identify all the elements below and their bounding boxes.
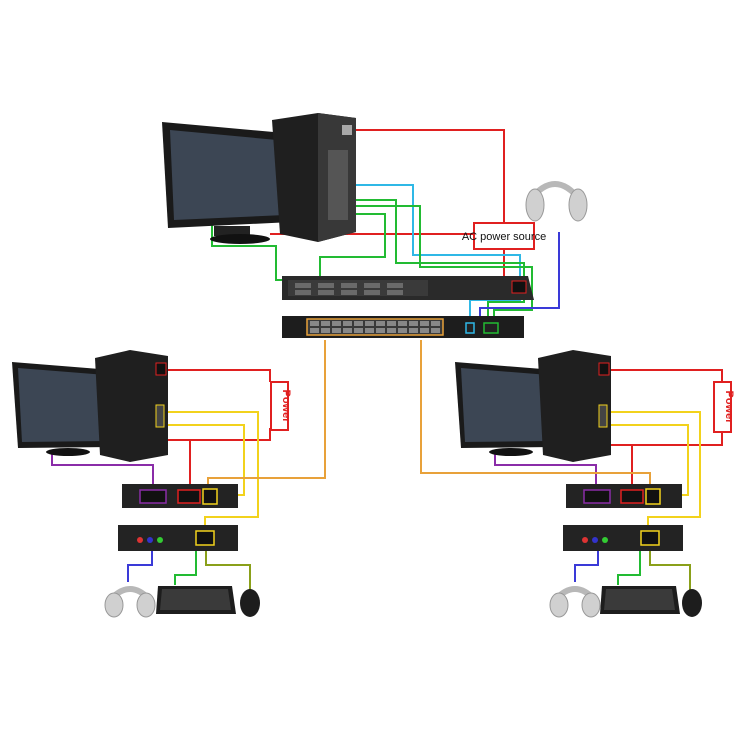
video-receiver-left bbox=[122, 484, 238, 508]
cable-left-headset bbox=[128, 548, 152, 582]
keyboard-icon bbox=[600, 586, 680, 614]
kvm-switch bbox=[282, 276, 534, 300]
headset-icon bbox=[526, 184, 587, 221]
power-label-left: Power bbox=[280, 389, 292, 423]
cable-left-power-1 bbox=[163, 370, 270, 382]
cable-left-power-2 bbox=[163, 428, 270, 440]
network-switch bbox=[282, 316, 524, 338]
mouse-icon bbox=[682, 589, 702, 617]
headset-icon bbox=[105, 589, 155, 617]
cable-right-keyboard bbox=[618, 550, 640, 585]
usb-audio-receiver-left bbox=[118, 525, 238, 551]
usb-audio-receiver-right bbox=[563, 525, 683, 551]
video-receiver-right bbox=[566, 484, 682, 508]
power-box-left: Power bbox=[271, 382, 292, 430]
cable-right-power-1 bbox=[606, 370, 722, 382]
power-label-right: Power bbox=[723, 390, 735, 424]
power-box-right: Power bbox=[714, 382, 735, 432]
cable-left-orange bbox=[208, 340, 325, 490]
keyboard-icon bbox=[156, 586, 236, 614]
cable-right-headset bbox=[575, 548, 598, 582]
ac-power-source-label: AC power source bbox=[462, 231, 546, 243]
pc-tower-icon bbox=[538, 350, 611, 462]
pc-tower-icon bbox=[272, 113, 356, 242]
mouse-icon bbox=[240, 589, 260, 617]
cable-left-keyboard bbox=[175, 550, 196, 585]
headset-icon bbox=[550, 589, 600, 617]
cable-top-power bbox=[345, 130, 504, 222]
top-pc bbox=[162, 113, 356, 244]
cable-right-power-2 bbox=[606, 432, 722, 445]
cable-right-yellow-1 bbox=[606, 412, 700, 530]
ac-power-source-box: AC power source bbox=[462, 223, 546, 249]
pc-tower-icon bbox=[95, 350, 168, 462]
